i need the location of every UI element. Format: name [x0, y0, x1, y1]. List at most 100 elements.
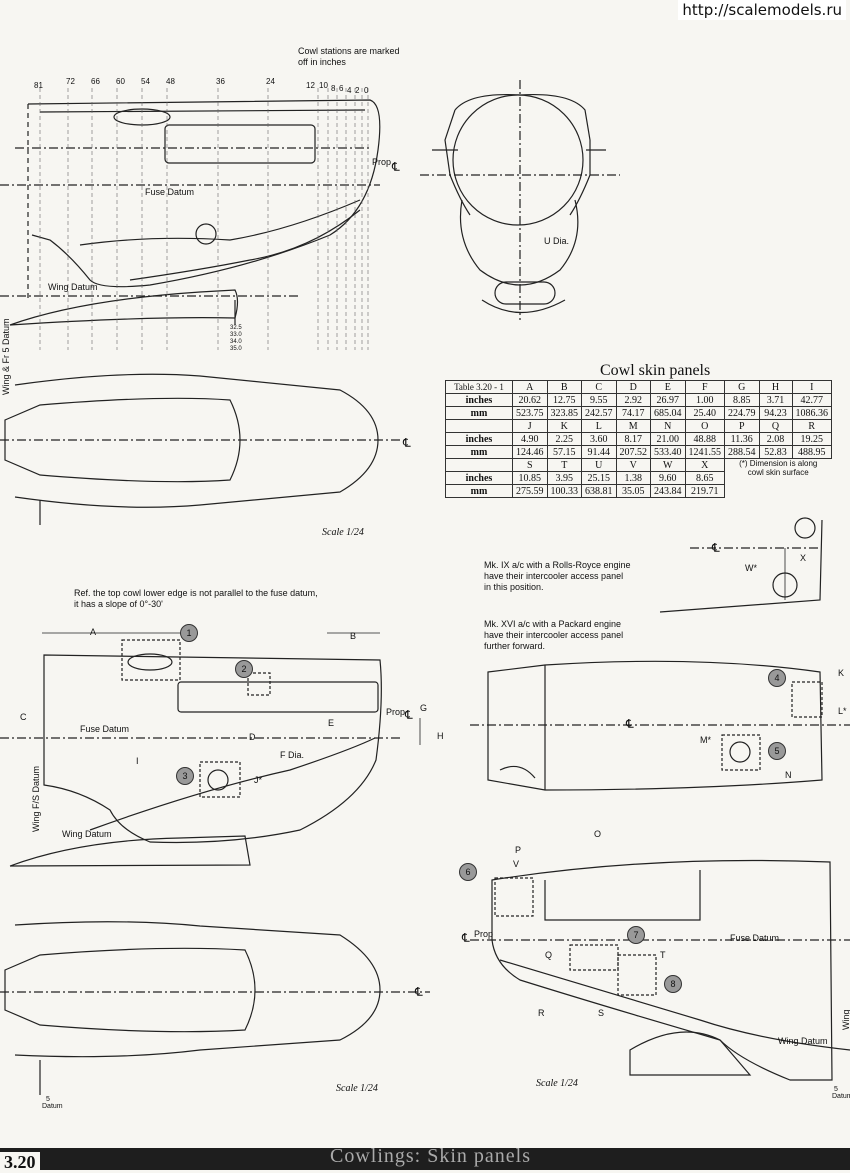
plan-view-top [0, 373, 400, 525]
fuse-datum-label-mid: Fuse Datum [80, 724, 130, 734]
cell: 4.90 [512, 432, 548, 446]
cell: 8.85 [724, 393, 760, 407]
side-view-bottom-right [470, 859, 850, 1081]
dim-G: G [420, 703, 428, 713]
wing-fr5-datum-label: Wing & Fr 5 Datum [1, 318, 11, 395]
mk16-note: Mk. XVI a/c with a Packard engine have t… [484, 619, 623, 652]
hdr: T [546, 458, 582, 472]
row-label-inches: inches [445, 432, 513, 446]
cl-label-bottom-plan: ℄ [415, 985, 423, 999]
ref-note-line1: Ref. the top cowl lower edge is not para… [74, 588, 318, 598]
panel-number-2: 2 [235, 660, 253, 678]
hdr: N [650, 419, 686, 433]
cell: 35.05 [615, 484, 651, 498]
datum-number: 5 [46, 1096, 50, 1103]
svg-text:36: 36 [216, 77, 225, 86]
hdr: E [650, 380, 686, 394]
u-dia-label: U Dia. [544, 236, 570, 246]
cl-label-right: ℄ [462, 931, 470, 945]
hdr: Q [758, 419, 793, 433]
plan-view-bottom [0, 921, 430, 1095]
station-lines [39, 88, 369, 350]
panel-number-5: 5 [768, 742, 786, 760]
dim-J: J* [254, 775, 263, 785]
row-label-inches: inches [445, 471, 513, 485]
datum-word: Datum [832, 1093, 850, 1100]
svg-text:81: 81 [34, 81, 43, 90]
cell: 1086.36 [791, 406, 832, 420]
ref-note-line2: it has a slope of 0°-30' [74, 599, 163, 609]
mk9-note-line2: have their intercooler access panel [484, 571, 624, 581]
hdr: X [684, 458, 725, 472]
panel-number-8: 8 [664, 975, 682, 993]
svg-text:24: 24 [266, 77, 275, 86]
cell: 42.77 [791, 393, 832, 407]
cell: 9.55 [581, 393, 617, 407]
svg-text:72: 72 [66, 77, 75, 86]
scale-label-3: Scale 1/24 [536, 1078, 578, 1089]
cell: 21.00 [650, 432, 686, 446]
wing-datum-label-top: Wing Datum [48, 282, 98, 292]
page-number: 3.20 [0, 1152, 40, 1173]
wing-fs-datum-label-right: Wing F/S Datum [841, 1009, 850, 1030]
hdr: H [758, 380, 793, 394]
hdr: D [615, 380, 651, 394]
svg-text:2: 2 [355, 86, 360, 95]
cell: 74.17 [615, 406, 651, 420]
hdr: K [546, 419, 582, 433]
side-view-top [0, 99, 381, 326]
cell: 57.15 [546, 445, 582, 459]
small-dim-3: 34.0 [230, 339, 242, 345]
row-label-mm: mm [445, 445, 513, 459]
fuse-datum-label-right: Fuse Datum [730, 933, 780, 943]
dim-I: I [136, 756, 139, 766]
mk9-note-line1: Mk. IX a/c with a Rolls-Royce engine [484, 560, 631, 570]
watermark-link[interactable]: http://scalemodels.ru [678, 0, 846, 20]
hdr: A [512, 380, 548, 394]
small-dim-4: 35.0 [230, 346, 242, 352]
hdr: L [581, 419, 617, 433]
cell: 10.85 [512, 471, 548, 485]
cell: 1.38 [615, 471, 651, 485]
side-view-middle [0, 632, 421, 867]
cl-label-right-plan: ℄ [626, 717, 634, 731]
cell: 323.85 [546, 406, 582, 420]
cell: 523.75 [512, 406, 548, 420]
cell: 9.60 [650, 471, 686, 485]
svg-text:60: 60 [116, 77, 125, 86]
hdr: W [650, 458, 686, 472]
datum-number: 5 [834, 1086, 838, 1093]
svg-text:6: 6 [339, 84, 344, 93]
hdr: V [615, 458, 651, 472]
hdr: F [684, 380, 725, 394]
cell: 685.04 [650, 406, 686, 420]
ref-note: Ref. the top cowl lower edge is not para… [74, 588, 318, 610]
mk16-note-line1: Mk. XVI a/c with a Packard engine [484, 619, 622, 629]
dim-B: B [350, 631, 357, 641]
hdr: P [724, 419, 760, 433]
datum-word: Datum [42, 1103, 63, 1110]
cell: 3.95 [546, 471, 582, 485]
dim-Q: Q [545, 950, 553, 960]
prop-label-mid: Prop [386, 707, 406, 717]
table-title: Cowl skin panels [600, 362, 711, 379]
small-dim-2: 33.0 [230, 332, 242, 338]
svg-text:8: 8 [331, 84, 336, 93]
svg-text:54: 54 [141, 77, 150, 86]
cell: 19.25 [791, 432, 832, 446]
scale-label-2: Scale 1/24 [336, 1083, 378, 1094]
hdr: G [724, 380, 760, 394]
cell: 8.65 [684, 471, 725, 485]
wing-fs-datum-label-left: Wing F/S Datum [31, 765, 41, 832]
cell: 124.46 [512, 445, 548, 459]
cell: 52.83 [758, 445, 793, 459]
hdr: B [546, 380, 582, 394]
svg-text:48: 48 [166, 77, 175, 86]
hdr: S [512, 458, 548, 472]
cell: 224.79 [724, 406, 760, 420]
cell: 20.62 [512, 393, 548, 407]
